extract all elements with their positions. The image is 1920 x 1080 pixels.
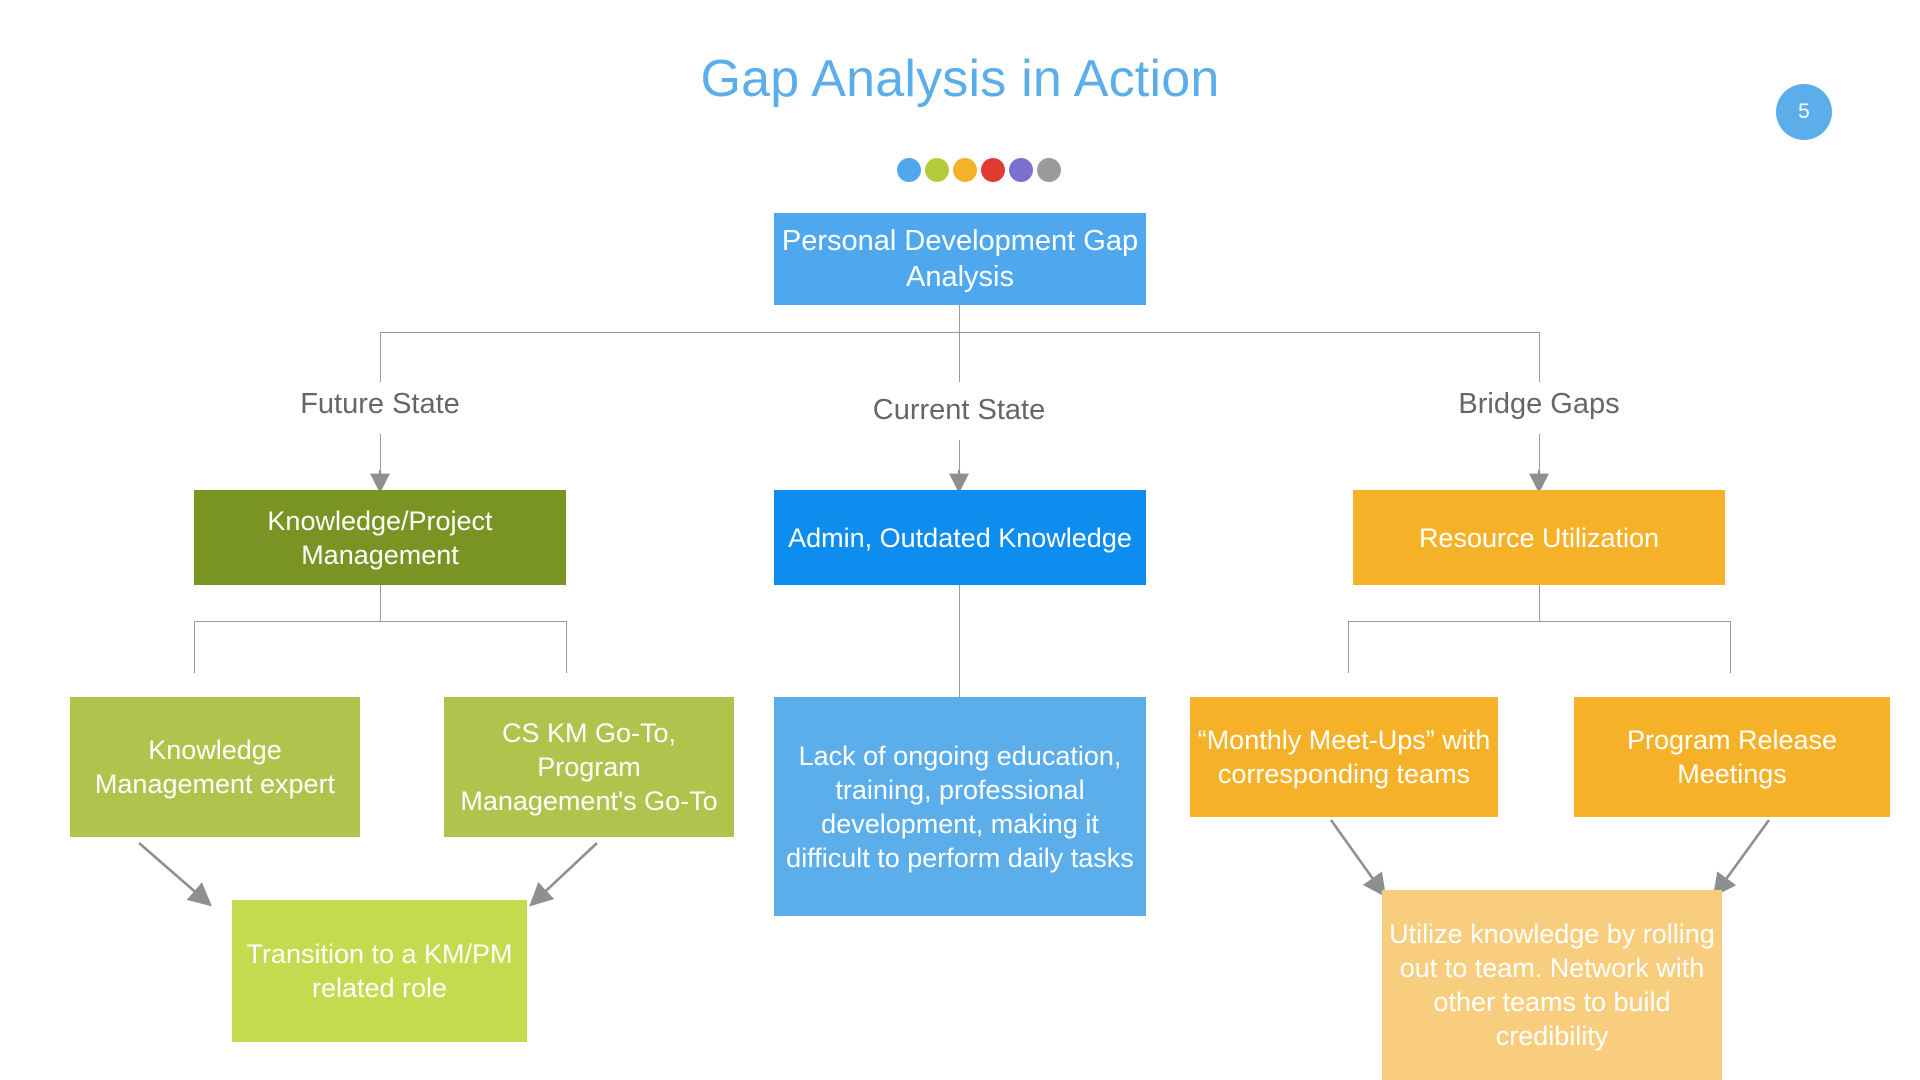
connector-bridge-node-stem bbox=[1539, 585, 1541, 622]
connector-future-bus-right bbox=[566, 621, 568, 673]
connector-future-bus-left bbox=[194, 621, 196, 673]
node-utilize-knowledge-rollout[interactable]: Utilize knowledge by rolling out to team… bbox=[1382, 890, 1722, 1080]
node-lack-of-ongoing-education[interactable]: Lack of ongoing education, training, pro… bbox=[774, 697, 1146, 916]
branch-caption-future-state: Future State bbox=[300, 388, 460, 420]
connector-drop-bridge bbox=[1539, 332, 1541, 382]
dot-gray-icon bbox=[1037, 158, 1061, 182]
node-program-release-meetings[interactable]: Program Release Meetings bbox=[1574, 697, 1890, 817]
node-transition-to-km-pm-role[interactable]: Transition to a KM/PM related role bbox=[232, 900, 527, 1042]
connector-bridge-to-node bbox=[1539, 434, 1541, 486]
branch-caption-current-state: Current State bbox=[872, 394, 1046, 426]
dot-blue-icon bbox=[897, 158, 921, 182]
connector-bridge-bus-right bbox=[1730, 621, 1732, 673]
connector-future-node-stem bbox=[380, 585, 382, 622]
connector-root-stem bbox=[959, 305, 961, 333]
connector-future-bus bbox=[194, 621, 567, 623]
dot-purple-icon bbox=[1009, 158, 1033, 182]
node-monthly-meet-ups[interactable]: “Monthly Meet-Ups” with corresponding te… bbox=[1190, 697, 1498, 817]
page-number-badge: 5 bbox=[1776, 84, 1832, 140]
dot-green-icon bbox=[925, 158, 949, 182]
dot-red-icon bbox=[981, 158, 1005, 182]
connector-future-to-node bbox=[380, 434, 382, 486]
node-knowledge-management-expert[interactable]: Knowledge Management expert bbox=[70, 697, 360, 837]
connector-bridge-bus-left bbox=[1348, 621, 1350, 673]
branch-caption-bridge-gaps: Bridge Gaps bbox=[1458, 388, 1620, 420]
node-knowledge-project-management[interactable]: Knowledge/Project Management bbox=[194, 490, 566, 585]
node-cs-km-go-to[interactable]: CS KM Go-To, Program Management's Go-To bbox=[444, 697, 734, 837]
node-resource-utilization[interactable]: Resource Utilization bbox=[1353, 490, 1725, 585]
dot-amber-icon bbox=[953, 158, 977, 182]
node-root-personal-development-gap-analysis[interactable]: Personal Development Gap Analysis bbox=[774, 213, 1146, 305]
connector-current-node-stem bbox=[959, 585, 961, 697]
connector-current-to-node bbox=[959, 440, 961, 486]
connector-drop-current bbox=[959, 332, 961, 382]
decorative-dot-strip bbox=[897, 158, 1061, 182]
page-title: Gap Analysis in Action bbox=[700, 50, 1220, 108]
node-admin-outdated-knowledge[interactable]: Admin, Outdated Knowledge bbox=[774, 490, 1146, 585]
connector-bridge-bus bbox=[1348, 621, 1730, 623]
connector-drop-future bbox=[380, 332, 382, 382]
